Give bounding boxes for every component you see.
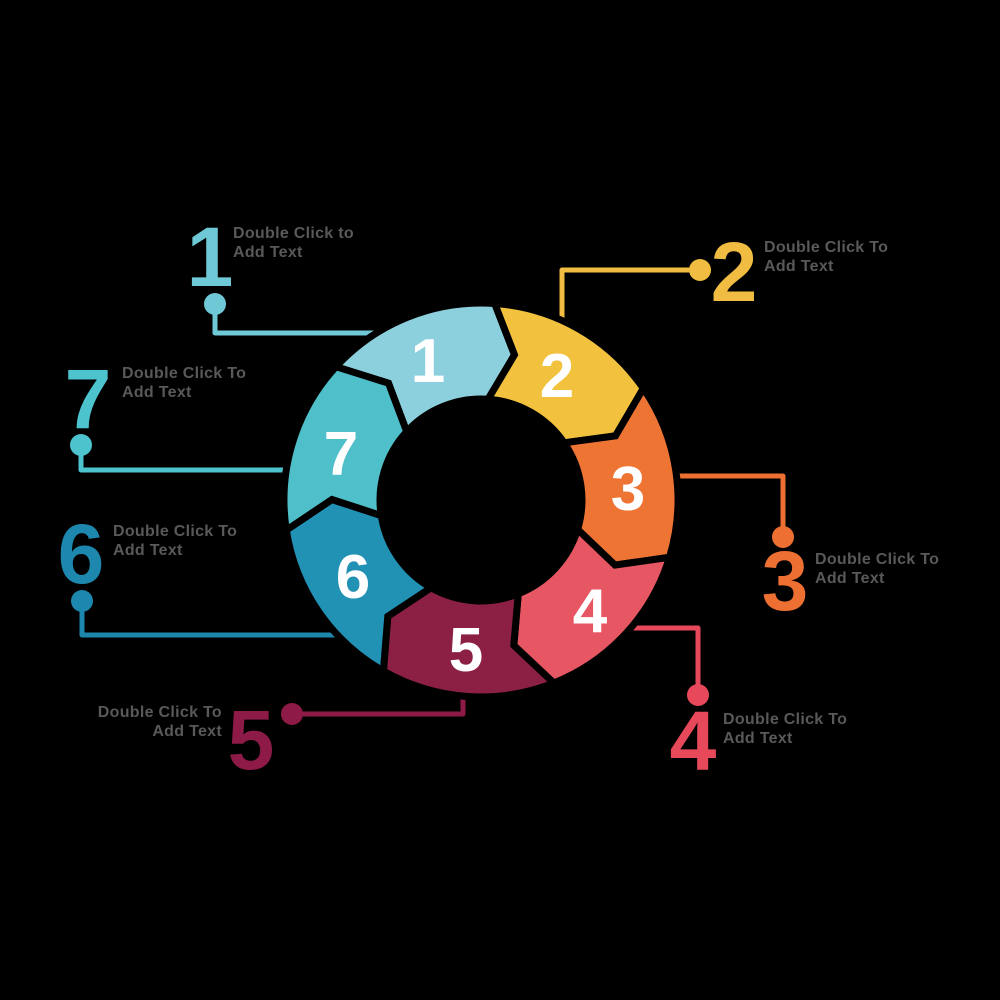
callout-connector-1 (212, 300, 389, 336)
segment-number-2: 2 (539, 342, 575, 411)
callout-text-3[interactable]: Double Click To Add Text (815, 550, 939, 588)
callout-connector-7 (78, 442, 301, 473)
callout-number-1: 1 (186, 210, 234, 304)
callout-number-5: 5 (227, 693, 275, 787)
callout-text-7-line1: Double Click To (122, 365, 247, 382)
callout-text-6-line1: Double Click To (113, 523, 238, 540)
callout-number-2: 2 (710, 225, 758, 319)
callout-dot-3 (772, 526, 794, 548)
callout-dot-5 (281, 703, 303, 725)
callout-text-2-line1: Double Click To (764, 239, 889, 256)
callout-dot-6 (71, 590, 93, 612)
segment-number-4: 4 (572, 577, 608, 646)
callout-dot-7 (70, 434, 92, 456)
callout-text-2[interactable]: Double Click To Add Text (764, 238, 888, 276)
callout-dot-1 (204, 293, 226, 315)
callout-number-6: 6 (57, 507, 105, 601)
callout-text-5-line2: Add Text (152, 723, 222, 740)
callout-text-6-line2: Add Text (113, 542, 183, 559)
callout-dot-4 (687, 684, 709, 706)
segment-number-7: 7 (323, 420, 359, 489)
segment-number-3: 3 (610, 455, 646, 524)
callout-text-4-line2: Add Text (723, 730, 793, 747)
callout-text-7[interactable]: Double Click To Add Text (122, 364, 246, 402)
callout-number-3: 3 (761, 534, 809, 628)
callout-number-7: 7 (64, 352, 112, 446)
callout-text-3-line2: Add Text (815, 570, 885, 587)
callout-text-6[interactable]: Double Click To Add Text (113, 522, 237, 560)
segment-number-5: 5 (448, 616, 484, 685)
callout-dot-2 (689, 259, 711, 281)
wheel-segment-7[interactable] (280, 362, 411, 537)
callout-connector-6 (79, 598, 358, 638)
callout-number-4: 4 (669, 694, 717, 788)
callout-text-7-line2: Add Text (122, 384, 192, 401)
segment-number-1: 1 (410, 327, 446, 396)
callout-connector-3 (659, 473, 786, 540)
callout-text-4-line1: Double Click To (723, 711, 848, 728)
callout-text-5-line1: Double Click To (97, 704, 222, 721)
callout-text-4[interactable]: Double Click To Add Text (723, 710, 847, 748)
callout-text-5[interactable]: Double Click To Add Text (72, 703, 222, 741)
callout-text-1-line2: Add Text (233, 244, 303, 261)
segment-number-6: 6 (335, 543, 371, 612)
callout-text-1[interactable]: Double Click to Add Text (233, 224, 354, 262)
callout-text-3-line1: Double Click To (815, 551, 940, 568)
callout-text-1-line1: Double Click to (233, 225, 354, 242)
callout-text-2-line2: Add Text (764, 258, 834, 275)
callout-connector-4 (619, 625, 701, 698)
